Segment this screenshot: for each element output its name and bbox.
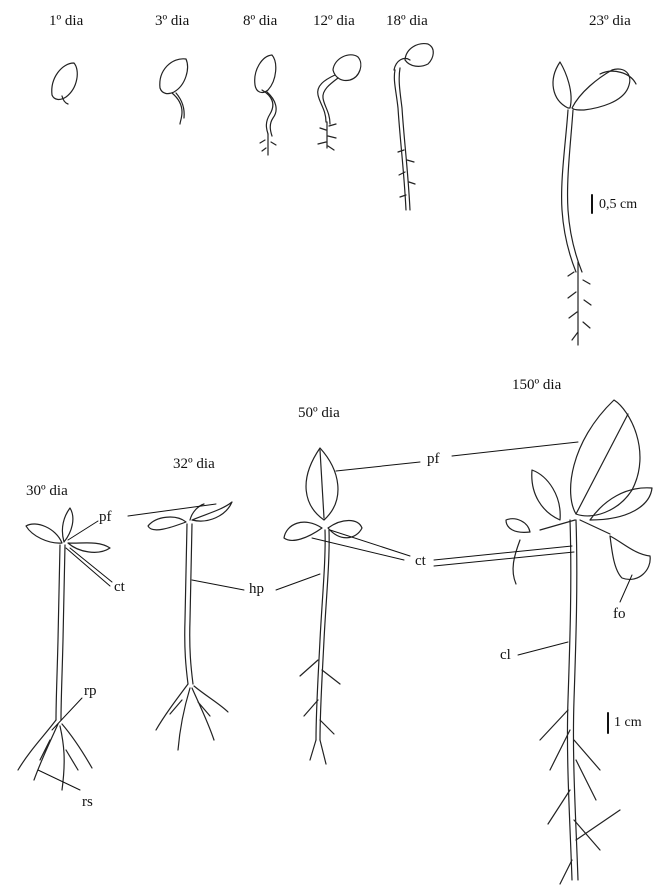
- label-day-150: 150º dia: [512, 378, 561, 393]
- seedling-day-12: [318, 55, 361, 150]
- label-day-8: 8º dia: [243, 14, 277, 29]
- leader-pf-150: [452, 442, 578, 456]
- label-hp: hp: [249, 582, 264, 597]
- leader-hp-32: [192, 580, 244, 590]
- label-day-30: 30º dia: [26, 484, 68, 499]
- label-pf-50: pf: [427, 452, 440, 467]
- label-day-50: 50º dia: [298, 406, 340, 421]
- seedling-day-3: [160, 59, 188, 124]
- seedling-day-1: [52, 63, 77, 104]
- label-day-23: 23º dia: [589, 14, 631, 29]
- label-rp: rp: [84, 684, 97, 699]
- leader-ct-150a: [434, 546, 572, 560]
- leader-cl: [518, 642, 568, 655]
- label-cl: cl: [500, 648, 511, 663]
- label-rs: rs: [82, 795, 93, 810]
- leader-lines: [38, 442, 632, 790]
- leader-ct-30b: [70, 548, 112, 582]
- label-day-18: 18º dia: [386, 14, 428, 29]
- leader-ct-50a: [312, 538, 404, 560]
- scale-label-top: 0,5 cm: [599, 198, 637, 212]
- label-day-32: 32º dia: [173, 457, 215, 472]
- plant-day-32: [148, 502, 232, 750]
- leader-pf-32: [128, 504, 216, 516]
- seedling-day-18: [394, 44, 433, 210]
- plant-day-30: [18, 508, 110, 790]
- label-fo: fo: [613, 607, 626, 622]
- leader-ct-30a: [66, 548, 110, 586]
- plant-day-50: [284, 448, 362, 764]
- plant-day-150: [506, 400, 652, 884]
- label-pf-30: pf: [99, 510, 112, 525]
- label-ct-30: ct: [114, 580, 125, 595]
- label-ct-50: ct: [415, 554, 426, 569]
- label-day-12: 12º dia: [313, 14, 355, 29]
- leader-ct-150b: [434, 552, 574, 566]
- leader-pf-50: [336, 462, 420, 471]
- label-day-3: 3º dia: [155, 14, 189, 29]
- leader-hp-50: [276, 574, 320, 590]
- scale-label-bottom: 1 cm: [614, 716, 642, 730]
- leader-rs: [38, 770, 80, 790]
- seedling-day-8: [255, 55, 276, 155]
- label-day-1: 1º dia: [49, 14, 83, 29]
